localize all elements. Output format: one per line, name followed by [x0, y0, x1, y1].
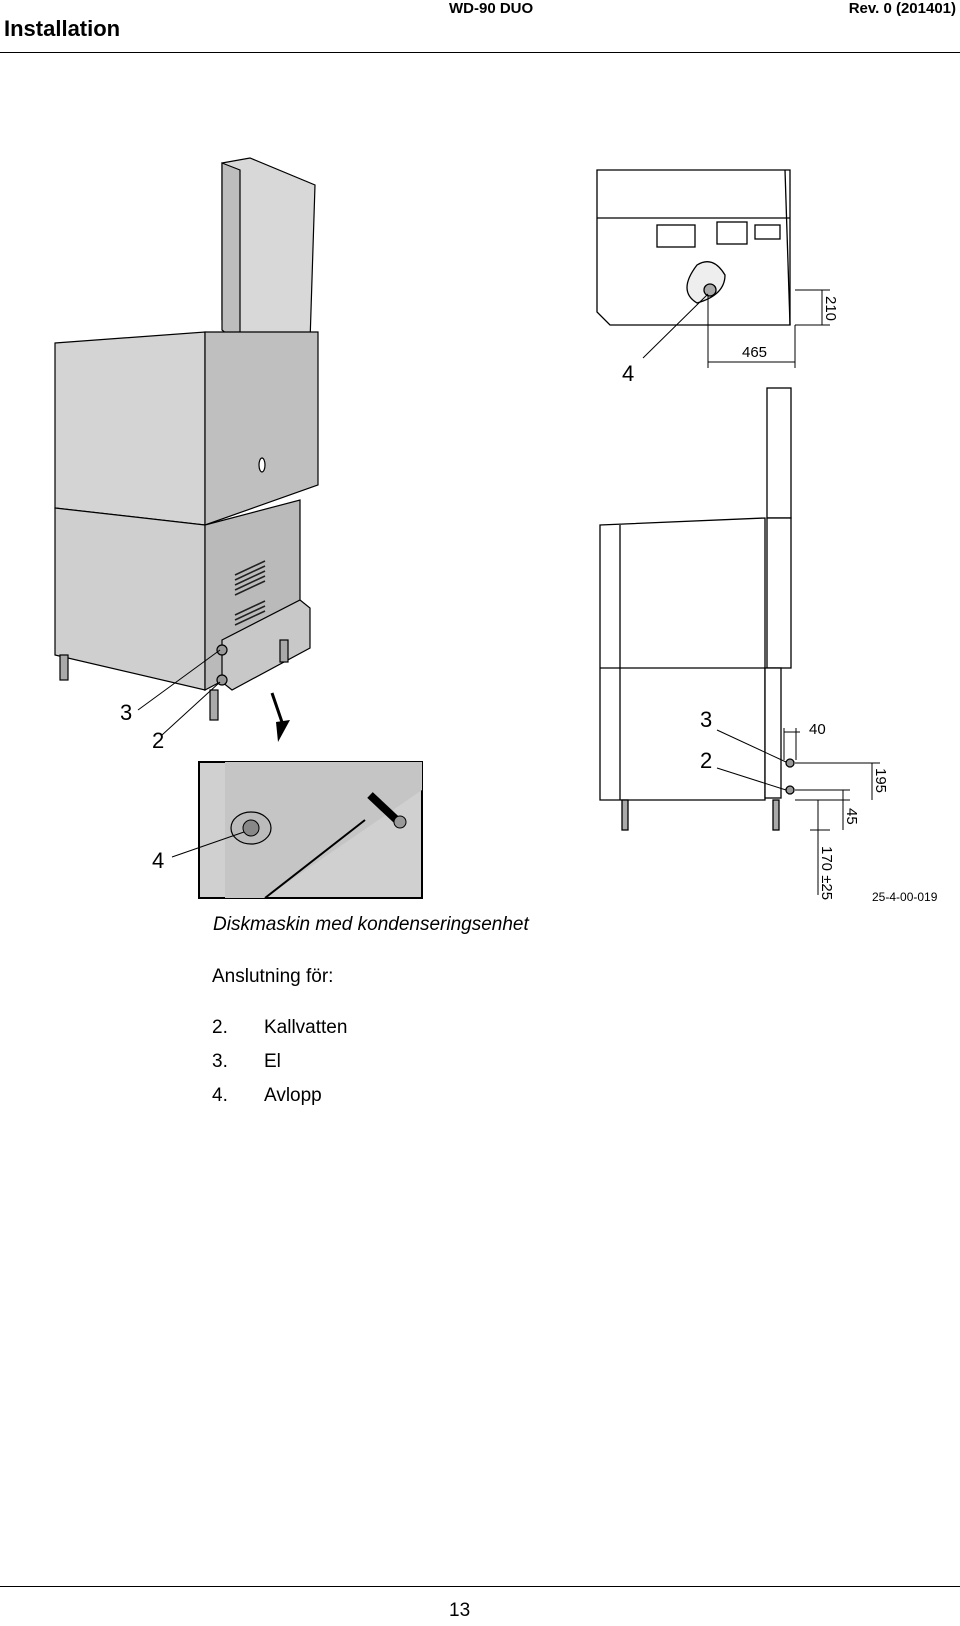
dim-height-water: 45 [843, 808, 860, 825]
top-view [596, 169, 791, 326]
callout-drain: 4 [622, 361, 634, 386]
list-item-label: Kallvatten [264, 1017, 348, 1038]
connections-intro: Anslutning för: [212, 966, 334, 987]
revision: Rev. 0 (201401) [848, 0, 956, 17]
drawing-id: 25-4-00-019 [872, 890, 938, 904]
footer-rule [0, 1586, 960, 1587]
installation-figure: 3 2 4 4 465 210 [54, 157, 938, 904]
list-item: 2. Kallvatten [212, 1017, 347, 1051]
callout-cold-water: 2 [152, 728, 164, 753]
pointer-arrow-icon [270, 692, 290, 742]
drain-detail [198, 761, 423, 899]
callout-detail-drain: 4 [152, 848, 164, 873]
header-rule [0, 52, 960, 53]
list-item-number: 2. [212, 1017, 228, 1038]
callout-electric: 3 [120, 700, 132, 725]
callout-side-cold-water: 2 [700, 748, 712, 773]
dim-drain-offset: 465 [742, 344, 767, 361]
dim-side-offset: 40 [809, 721, 826, 738]
page-number: 13 [449, 1600, 471, 1621]
section-title: Installation [4, 16, 121, 41]
dim-drain-depth: 210 [822, 296, 839, 321]
side-view [599, 387, 795, 831]
machine-3d [54, 157, 319, 721]
model-name: WD-90 DUO [449, 0, 534, 17]
connections-list: 2. Kallvatten 3. El 4. Avlopp [212, 1017, 347, 1119]
callout-side-electric: 3 [700, 707, 712, 732]
list-item: 3. El [212, 1051, 347, 1085]
figure-caption: Diskmaskin med kondenseringsenhet [213, 914, 529, 935]
dim-height-electric: 195 [872, 768, 889, 793]
list-item-number: 4. [212, 1085, 228, 1106]
dim-leg-height: 170 ±25 [818, 846, 835, 900]
list-item-label: El [264, 1051, 281, 1072]
list-item-number: 3. [212, 1051, 228, 1072]
list-item: 4. Avlopp [212, 1085, 347, 1119]
list-item-label: Avlopp [264, 1085, 322, 1106]
